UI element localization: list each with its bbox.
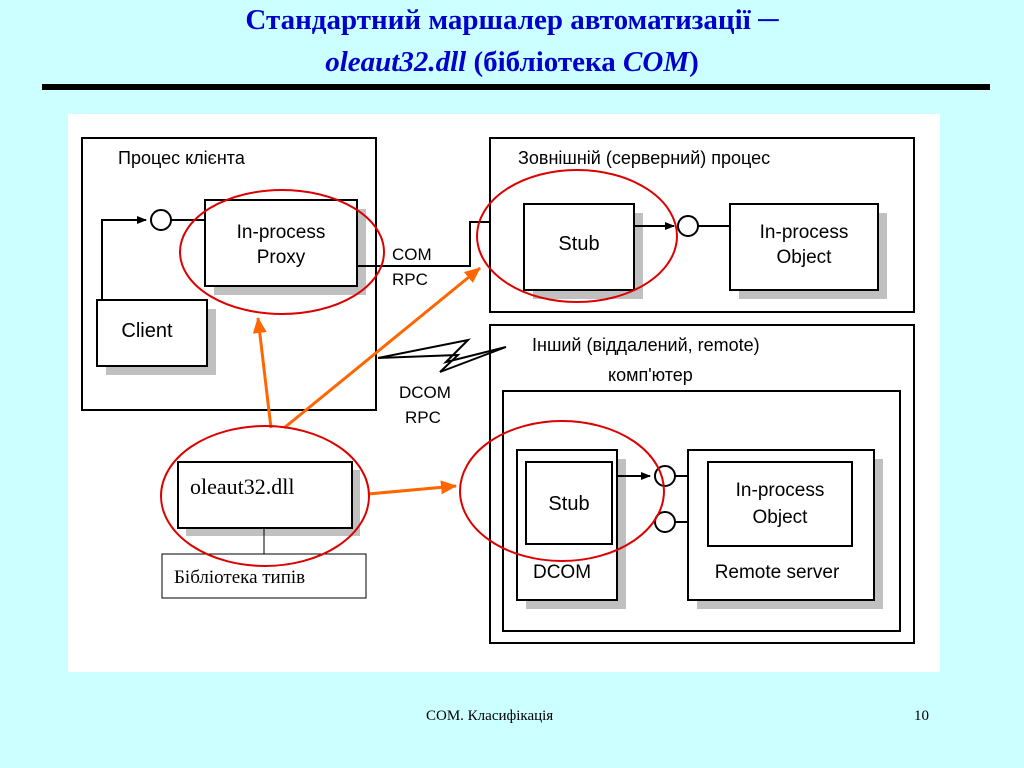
stub-highlight [476, 169, 678, 303]
title-dll-name: oleaut32.dll [325, 46, 467, 78]
title-line-1: Стандартний маршалер автоматизації ─ [245, 4, 779, 36]
dcom-rpc-label-1: DCOM [399, 383, 451, 402]
remote-object-label-2: Object [753, 507, 809, 528]
client-box [96, 299, 208, 367]
title-plain: (бібліотека [466, 46, 624, 78]
page-number: 10 [914, 708, 929, 724]
remote-label-background [510, 330, 850, 388]
oleaut-box [177, 461, 353, 529]
dcom-rpc-label-2: RPC [405, 408, 441, 427]
remote-object-label-1: In-process [736, 480, 825, 501]
arrow-to-stub [283, 266, 481, 430]
proxy-box [204, 199, 358, 287]
object-label-2: Object [777, 247, 833, 268]
title-com: COM [623, 46, 690, 78]
stub-box [523, 203, 635, 291]
oleaut-highlight [160, 425, 370, 567]
arrow-to-proxy [252, 317, 273, 429]
typelib-box [161, 553, 367, 599]
arrow-to-remote-stub [367, 480, 457, 496]
remote-server-label: Remote server [715, 562, 840, 583]
footer-center: COM. Класифікація [426, 708, 554, 724]
typelib-label: Бібліотека типів [174, 567, 305, 588]
object-interface-icon [677, 215, 699, 237]
title-close: ) [689, 46, 699, 78]
stub-label: Stub [558, 233, 599, 255]
proxy-label-1: In-process [237, 222, 326, 243]
remote-stub-label: Stub [548, 493, 589, 515]
com-rpc-label-1: COM [392, 245, 432, 264]
remote-object-box [707, 461, 853, 547]
remote-label-1: Інший (віддалений, remote) [532, 335, 760, 355]
server-process-label: Зовнішній (серверний) процес [518, 148, 770, 168]
remote-stub-box [525, 461, 613, 545]
proxy-highlight [179, 189, 385, 315]
title-line-2: oleaut32.dll (бібліотека COM) [0, 46, 1024, 79]
client-process-label: Процес клієнта [118, 148, 246, 168]
com-rpc-label-2: RPC [392, 270, 428, 289]
remote-label-2: комп'ютер [608, 365, 693, 385]
client-interface-line [101, 216, 147, 300]
client-label: Client [121, 320, 173, 342]
title-divider [42, 84, 990, 90]
lightning-bolt-icon [377, 338, 507, 373]
dcom-label: DCOM [533, 562, 591, 583]
proxy-label-2: Proxy [257, 247, 306, 268]
object-label-1: In-process [760, 222, 849, 243]
proxy-interface-icon [150, 209, 172, 231]
oleaut-label: oleaut32.dll [190, 474, 294, 499]
object-box [729, 203, 879, 291]
remote-stub-highlight [459, 420, 665, 562]
